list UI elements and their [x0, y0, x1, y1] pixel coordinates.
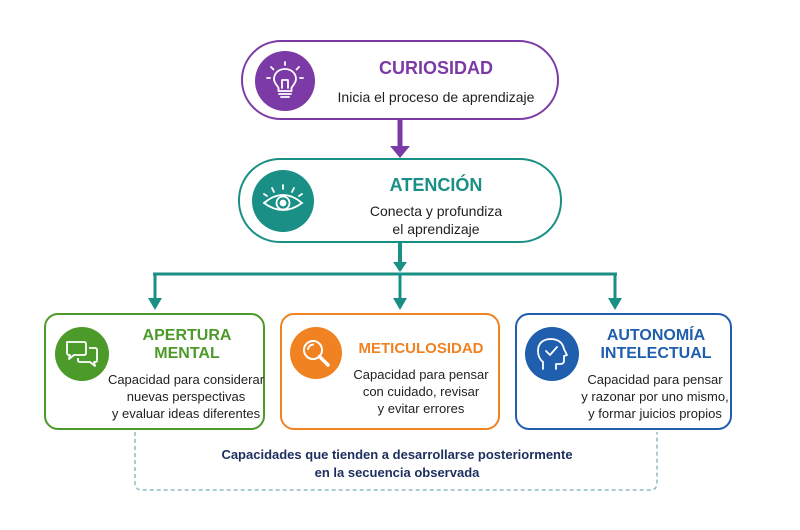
- autonomia-title-line-1: AUTONOMÍA: [606, 327, 706, 344]
- apertura-desc-line-2: nuevas perspectivas: [126, 388, 246, 404]
- apertura-desc-line-1: Capacidad para considerar: [107, 372, 265, 387]
- apertura-title-line-1: APERTURA: [142, 327, 232, 344]
- atencion-icon-circle: [252, 170, 314, 232]
- meticulosidad-desc-line-2: con cuidado, revisar: [362, 383, 480, 399]
- apertura-title-line-2: MENTAL: [154, 344, 220, 362]
- autonomia-desc-line-1: Capacidad para pensar: [587, 372, 723, 387]
- meticulosidad-icon-circle: [290, 327, 342, 379]
- eye-icon: [262, 184, 304, 211]
- meticulosidad-desc: Capacidad para pensar con cuidado, revis…: [344, 367, 498, 418]
- arrowhead-autonomia: [608, 298, 622, 310]
- atencion-desc-line-1: Conecta y profundiza: [369, 203, 503, 219]
- node-autonomia-intelectual: AUTONOMÍA INTELECTUAL Capacidad para pen…: [515, 313, 732, 430]
- footer-caption-line-1: Capacidades que tienden a desarrollarse …: [221, 447, 573, 462]
- curiosidad-desc-line: Inicia el proceso de aprendizaje: [337, 89, 535, 105]
- autonomia-desc: Capacidad para pensar y razonar por uno …: [579, 372, 731, 423]
- curiosidad-desc: Inicia el proceso de aprendizaje: [323, 88, 549, 106]
- apertura-title: APERTURA MENTAL: [112, 327, 262, 362]
- arrowhead-meticulosidad: [393, 298, 407, 310]
- magnifier-icon: [303, 340, 330, 367]
- lightbulb-icon: [266, 61, 304, 98]
- footer-caption: Capacidades que tienden a desarrollarse …: [135, 446, 659, 481]
- dashed-bracket: [134, 432, 658, 491]
- footer-caption-line-2: en la secuencia observada: [314, 464, 480, 480]
- apertura-desc-line-3: y evaluar ideas diferentes: [111, 405, 261, 421]
- arrowhead-apertura: [148, 298, 162, 310]
- node-atencion: ATENCIÓN Conecta y profundiza el aprendi…: [238, 158, 562, 243]
- atencion-title: ATENCIÓN: [389, 175, 483, 195]
- arrowhead-curiosidad-atencion: [390, 146, 410, 158]
- node-curiosidad: CURIOSIDAD Inicia el proceso de aprendiz…: [241, 40, 559, 120]
- curiosidad-title: CURIOSIDAD: [378, 58, 493, 78]
- atencion-desc: Conecta y profundiza el aprendizaje: [324, 202, 548, 238]
- node-apertura-mental: APERTURA MENTAL Capacidad para considera…: [44, 313, 265, 430]
- meticulosidad-desc-line-1: Capacidad para pensar: [353, 367, 489, 382]
- curiosidad-icon-circle: [255, 51, 315, 111]
- autonomia-desc-line-3: y formar juicios propios: [588, 405, 722, 421]
- autonomia-icon-circle: [525, 327, 579, 381]
- arrowhead-atencion-junction: [393, 262, 407, 272]
- apertura-desc: Capacidad para considerar nuevas perspec…: [106, 372, 266, 423]
- speech-bubbles-icon: [66, 341, 98, 367]
- node-meticulosidad: METICULOSIDAD Capacidad para pensar con …: [280, 313, 500, 430]
- atencion-desc-line-2: el aprendizaje: [392, 221, 480, 238]
- head-check-icon: [537, 338, 568, 370]
- autonomia-desc-line-2: y razonar por uno mismo,: [581, 388, 729, 404]
- autonomia-title: AUTONOMÍA INTELECTUAL: [581, 327, 731, 362]
- meticulosidad-title: METICULOSIDAD: [358, 340, 484, 357]
- autonomia-title-line-2: INTELECTUAL: [600, 344, 712, 362]
- apertura-icon-circle: [55, 327, 109, 381]
- meticulosidad-desc-line-3: y evitar errores: [377, 400, 465, 416]
